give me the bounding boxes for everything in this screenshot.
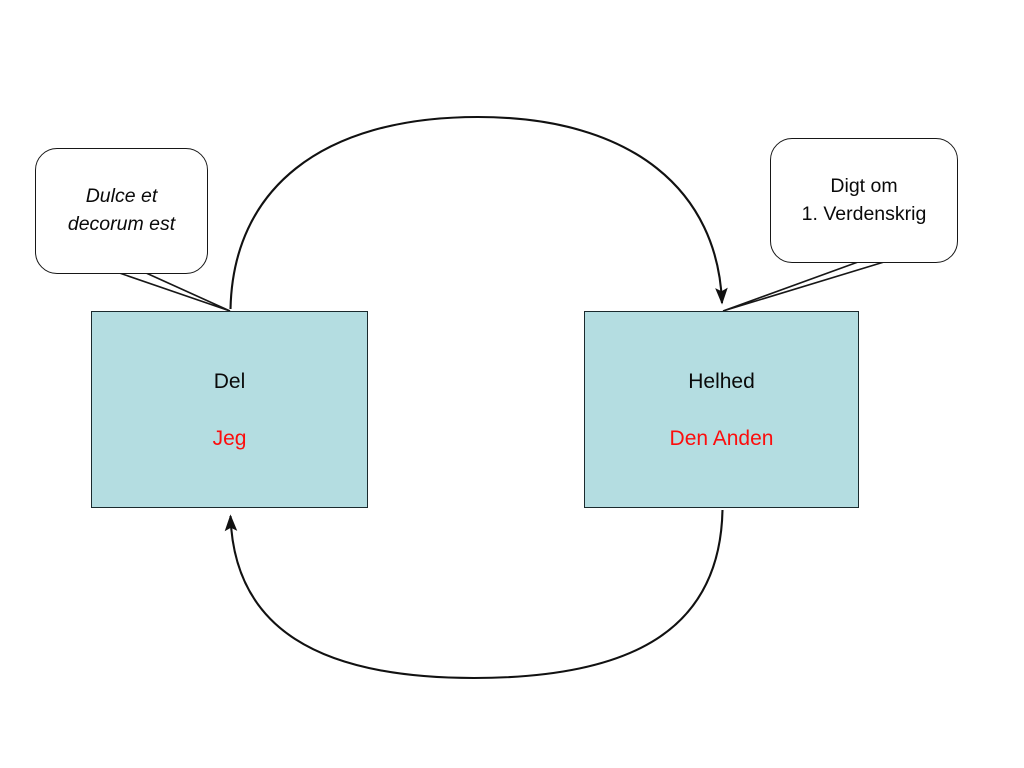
callout-digt-text: Digt om 1. Verdenskrig — [801, 174, 927, 225]
callout-digt-om-verdenskrig[interactable]: Digt om 1. Verdenskrig — [770, 138, 958, 263]
connector-bottom-arc-helhed-to-del — [224, 509, 724, 680]
concept-box-del-subtitle: Jeg — [212, 426, 247, 450]
callout-tail-dulce — [117, 271, 231, 312]
concept-box-helhed-subtitle: Den Anden — [669, 426, 774, 450]
concept-box-del-title: Del — [213, 369, 246, 393]
connector-top-arc-del-to-helhed — [229, 115, 728, 310]
callout-tail-digt — [722, 261, 885, 312]
concept-box-helhed-title: Helhed — [688, 369, 755, 393]
callout-dulce-text: Dulce et decorum est — [67, 185, 176, 235]
concept-box-del[interactable]: Del Jeg — [91, 311, 368, 508]
callout-dulce-et-decorum-est[interactable]: Dulce et decorum est — [35, 148, 208, 274]
concept-box-helhed[interactable]: Helhed Den Anden — [584, 311, 859, 508]
